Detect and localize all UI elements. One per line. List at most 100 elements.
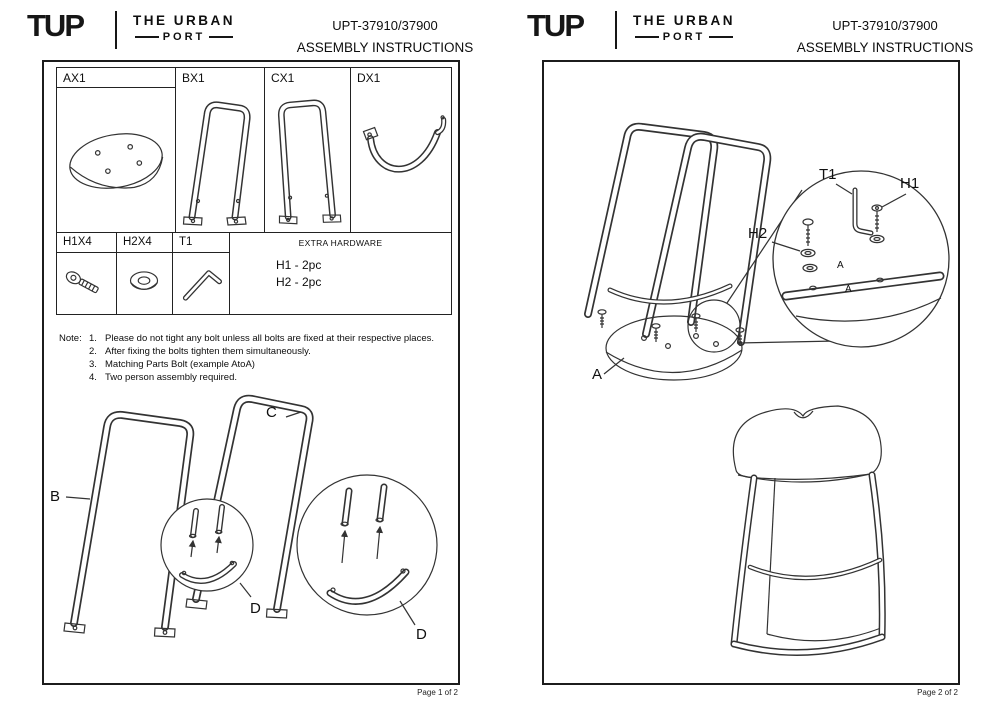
label-t1-leader (835, 183, 853, 195)
note-item-3: 3. Matching Parts Bolt (example AtoA) (59, 358, 459, 371)
note-text-2: After fixing the bolts tighten them simu… (105, 346, 311, 357)
zoom-connector-bottom (736, 340, 838, 344)
parts-row-2: H1X4 H2X4 (57, 232, 451, 314)
bolt-h1-drawing (65, 271, 99, 294)
tup-logo: TUP (27, 8, 85, 43)
label-h1-leader (881, 193, 907, 208)
title-block: UPT-37910/37900 ASSEMBLY INSTRUCTIONS (277, 18, 493, 55)
notes-label: Note: (59, 333, 82, 344)
label-b: B (50, 488, 61, 505)
label-d2: D (416, 626, 427, 643)
tup-logo: TUP (527, 8, 585, 43)
part-cell-h1: H1X4 (57, 233, 117, 314)
page-2: TUP THE URBAN PORT UPT-37910/37900 ASSEM… (500, 0, 1000, 707)
logo-divider (115, 11, 117, 49)
title-block: UPT-37910/37900 ASSEMBLY INSTRUCTIONS (777, 18, 993, 55)
label-a-match-1: A (837, 260, 844, 271)
frame-assembly-drawing (584, 122, 772, 346)
part-cell-dx1: DX1 (351, 68, 451, 232)
note-text-1: Please do not tight any bolt unless all … (105, 333, 434, 344)
brand-dash-right (709, 36, 734, 38)
note-num-4: 4. (89, 372, 97, 383)
part-label-bx1: BX1 (182, 71, 205, 85)
part-label-dx1: DX1 (357, 71, 381, 85)
brand-text: THE URBAN PORT (625, 13, 743, 43)
extra-hardware-line1: H1 - 2pc (276, 258, 322, 272)
footrest-part-drawing (362, 115, 447, 173)
label-d1: D (250, 600, 261, 617)
extra-hardware-line2: H2 - 2pc (276, 275, 322, 289)
brand-text: THE URBAN PORT (125, 13, 243, 43)
step1-assembly-diagram (63, 394, 438, 638)
allen-key-drawing (182, 270, 222, 301)
brand-line1: THE URBAN (633, 13, 735, 28)
note-spacer (59, 345, 89, 358)
model-number: UPT-37910/37900 (332, 18, 438, 33)
label-c-leader (285, 411, 302, 418)
note-text-3: Matching Parts Bolt (example AtoA) (105, 359, 255, 370)
note-num-3: 3. (89, 359, 97, 370)
page2-content-box: T1 H1 H2 A A A (542, 60, 960, 685)
detail-circle-1 (160, 498, 254, 592)
part-cell-bx1: BX1 (176, 68, 265, 232)
label-c: C (266, 404, 277, 421)
page1-number: Page 1 of 2 (417, 688, 458, 697)
frame-b-part-drawing (182, 101, 251, 226)
doc-title: ASSEMBLY INSTRUCTIONS (796, 40, 974, 55)
frame-b-drawing (63, 410, 195, 638)
doc-title: ASSEMBLY INSTRUCTIONS (296, 40, 474, 55)
brand-dash-right (209, 36, 234, 38)
parts-table: AX1 BX1 (56, 67, 452, 315)
frame-c-part-drawing (277, 99, 342, 225)
step2-assembly-diagram (584, 122, 950, 656)
note-spacer (59, 371, 89, 384)
label-t1: T1 (819, 166, 837, 183)
brand-line1: THE URBAN (133, 13, 235, 28)
note-item-2: 2. After fixing the bolts tighten them s… (59, 345, 459, 358)
brand-line2: PORT (625, 31, 743, 43)
page-1: TUP THE URBAN PORT UPT-37910/37900 ASSEM… (25, 6, 487, 697)
label-h2: H2 (748, 225, 768, 242)
brand-dash-left (634, 36, 659, 38)
model-number: UPT-37910/37900 (832, 18, 938, 33)
assembled-stool-drawing (730, 405, 886, 656)
part-label-h1: H1X4 (57, 233, 116, 253)
seat-base-drawing (605, 315, 743, 381)
parts-row-1: AX1 BX1 (57, 68, 451, 232)
part-cell-h2: H2X4 (117, 233, 173, 314)
page2-header: TUP THE URBAN PORT UPT-37910/37900 ASSEM… (525, 6, 987, 56)
label-a: A (592, 366, 603, 383)
brand-dash-left (134, 36, 159, 38)
note-item-4: 4. Two person assembly required. (59, 371, 459, 384)
note-item-1: Note: 1. Please do not tight any bolt un… (59, 332, 459, 345)
note-num-1: 1. (89, 333, 97, 344)
part-cell-ax1: AX1 (57, 68, 176, 232)
label-d2-leader (399, 600, 416, 626)
part-label-cx1: CX1 (271, 71, 295, 85)
note-num-2: 2. (89, 346, 97, 357)
zoom-detail-drawing (772, 170, 950, 348)
page1-header: TUP THE URBAN PORT UPT-37910/37900 ASSEM… (25, 6, 487, 56)
logo-divider (615, 11, 617, 49)
extra-hardware-title: EXTRA HARDWARE (298, 238, 383, 248)
part-cell-t1: T1 (173, 233, 230, 314)
washer-h2-drawing (129, 271, 159, 290)
brand-line2: PORT (125, 31, 243, 43)
notes: Note: 1. Please do not tight any bolt un… (59, 332, 459, 384)
note-spacer (59, 358, 89, 371)
seat-part-drawing (69, 133, 164, 189)
label-h2-leader (771, 241, 801, 252)
detail-circle-2 (296, 474, 438, 616)
part-label-h2: H2X4 (117, 233, 172, 253)
extra-hardware-cell: EXTRA HARDWARE H1 - 2pc H2 - 2pc (230, 233, 451, 314)
label-a-match-2: A (845, 284, 852, 295)
extra-hardware-lines: H1 - 2pc H2 - 2pc (230, 257, 451, 291)
label-d1-leader (239, 582, 252, 598)
note-text-4: Two person assembly required. (105, 372, 238, 383)
page2-number: Page 2 of 2 (917, 688, 958, 697)
page1-content-box: AX1 BX1 (42, 60, 460, 685)
zoom-source-circle (687, 299, 741, 353)
frame-c-drawing (185, 394, 314, 619)
part-cell-cx1: CX1 (265, 68, 351, 232)
